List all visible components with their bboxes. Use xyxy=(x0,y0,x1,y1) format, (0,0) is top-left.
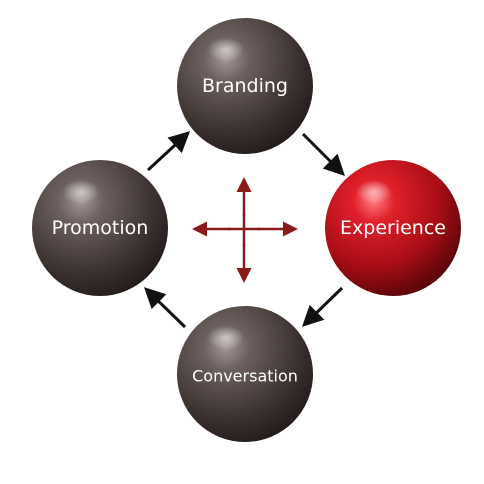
node-conversation: Conversation xyxy=(177,306,313,442)
node-experience: Experience xyxy=(325,160,461,296)
node-branding: Branding xyxy=(177,18,313,154)
node-label-experience: Experience xyxy=(340,217,446,239)
node-label-promotion: Promotion xyxy=(52,217,149,239)
arrow-experience-to-conversation xyxy=(301,286,344,327)
node-label-branding: Branding xyxy=(202,75,288,97)
arrow-promotion-to-branding xyxy=(146,131,191,172)
center-cross-arrows xyxy=(192,177,298,283)
arrow-conversation-to-promotion xyxy=(143,287,187,329)
node-label-conversation: Conversation xyxy=(192,367,298,386)
node-promotion: Promotion xyxy=(32,160,168,296)
arrow-branding-to-experience xyxy=(301,132,345,176)
